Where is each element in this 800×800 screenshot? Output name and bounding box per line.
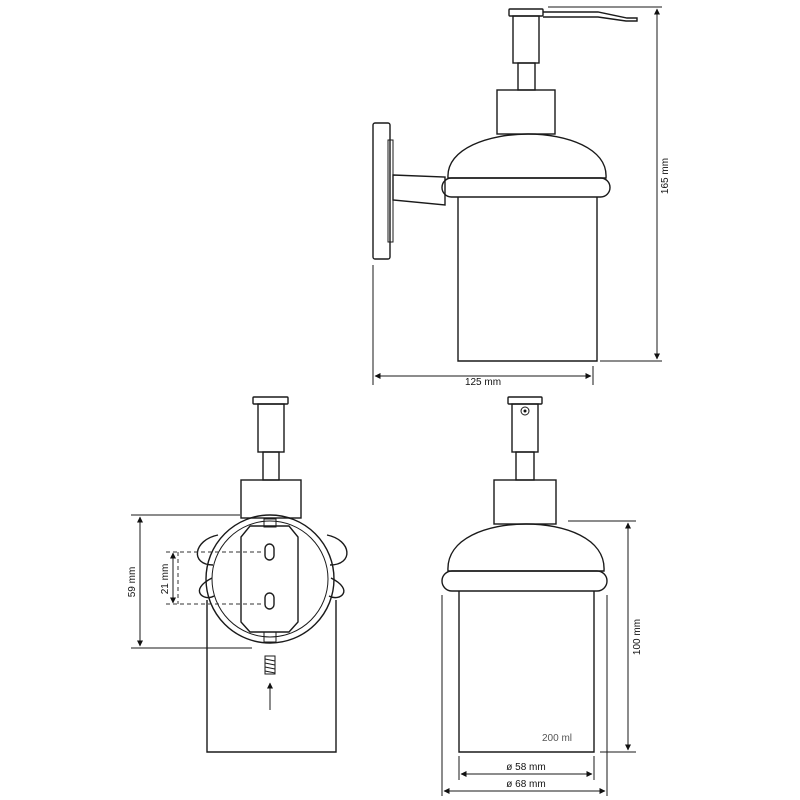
wall-mount-plate	[205, 514, 335, 644]
back-view: 21 mm 59 mm	[127, 396, 348, 753]
front-dome-lid	[441, 523, 608, 592]
depth-label: 125 mm	[465, 377, 501, 388]
back-bottle-outline	[206, 600, 337, 753]
hole-spacing-label: 21 mm	[160, 564, 171, 595]
front-view: 200 ml 100 mm ø 58 mm ø 68 mm	[441, 396, 643, 796]
side-glass-bottle	[457, 197, 598, 362]
outer-diameter-label: ø 68 mm	[506, 779, 545, 790]
capacity-label: 200 ml	[542, 733, 572, 744]
front-pump-nozzle	[493, 396, 557, 525]
side-wall-plate	[372, 122, 446, 260]
inner-diameter-label: ø 58 mm	[506, 762, 545, 773]
wall-plate-height-label: 59 mm	[127, 567, 138, 598]
side-pump-nozzle	[496, 8, 638, 135]
mount-hole-top	[264, 543, 275, 561]
side-view: 165 mm 125 mm	[372, 6, 671, 388]
mounting-screw-icon	[264, 655, 276, 675]
mount-hole-bottom	[264, 592, 275, 610]
back-pump-nozzle	[240, 396, 302, 519]
bottle-height-label: 100 mm	[632, 619, 643, 655]
front-glass-bottle: 200 ml	[458, 591, 595, 753]
side-dome-lid	[441, 133, 611, 198]
height-total-label: 165 mm	[660, 158, 671, 194]
